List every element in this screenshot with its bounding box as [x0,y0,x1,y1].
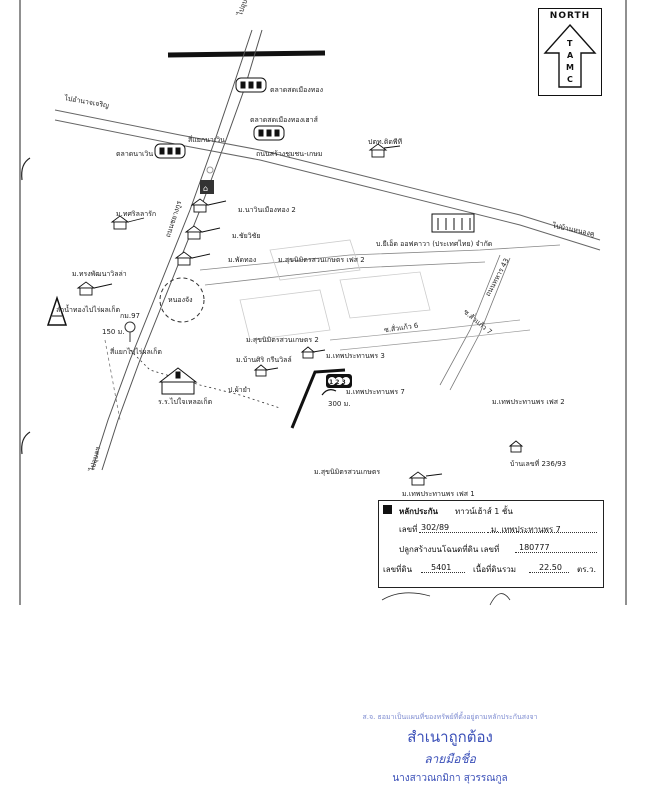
label-moo-thepprathan7: ม.เทพประทานพร 7 [346,388,405,396]
house-icon [300,346,326,359]
north-arrow-icon [543,23,597,88]
label-market-tawee: ตลาดสดเมืองทองเฮาส์ [250,116,318,124]
legend-swatch [383,505,392,514]
label-company: บ.ยีเอ็ด ออฟคาวา (ประเทศไทย) จำกัด [376,240,493,248]
legend-number-value: 302/89 [421,523,450,532]
legend-area-label: เนื้อที่ดินรวม [473,565,517,574]
legend-area-unit: ตร.ว. [577,565,597,574]
label-dist300: 300 ม. [328,400,351,408]
highway-top [167,50,326,58]
house-icon [110,215,145,230]
label-moo-sukho-main: ม.สุขนิมิตรสวนเกษตร [314,468,381,476]
house-icon [174,251,211,266]
north-title: NORTH [549,11,591,21]
legend-land-label: เลขที่ดิน [383,565,413,574]
north-letter-a: A [567,51,574,60]
house-icon [408,471,443,486]
svg-text:⌂: ⌂ [203,184,208,193]
target-marker-numbers: 1 2 3 [329,379,346,386]
label-moo-thepprathan2: ม.เทพประทานพร เฟส 2 [492,398,565,406]
road-right-diag [439,254,501,386]
market-icon-2 [253,125,285,141]
legend-land-value: 5401 [431,563,452,572]
seal-arc [381,592,431,601]
label-km97: กม.97 [120,312,140,320]
house-clusters [76,143,524,486]
mountain-icon [46,295,68,326]
binder-hole-bottom [21,431,31,455]
label-sign-yaek: สี่แยกไปไร่ผลเก็ต [110,348,162,356]
label-intersection: สี่แยกนาเวิน [188,136,225,144]
house-icon [184,225,221,240]
house-icon [508,440,524,453]
school-icon [158,367,198,395]
label-moo-phanthong: ม.พัดทอง [228,256,257,264]
stamp-line-1: ส.จ. ธอมาเป็นแผนที่ของทรัพย์ที่ตั้งอยู่ต… [362,713,538,721]
label-mountain: ลำน้ำทองไปไร่ผลเก็ต [56,306,120,314]
legend-area-value: 22.50 [539,563,562,572]
main-road-edge-b [101,29,263,471]
label-moo-somsong: ม.ทรงพัฒนาวิลล่า [72,270,127,278]
legend-deed-value: 180777 [519,543,550,552]
access-road [290,368,346,429]
pond-circle [159,277,205,323]
label-pond: หนองจัง [168,296,193,304]
signpost-icon [124,321,136,333]
label-market-lao: ตลาดนาเวิน [116,150,154,158]
north-arrow-box: NORTH T A M C [538,8,602,96]
north-letter-c: C [567,75,573,84]
house-icon [368,143,401,158]
label-moo-thepprathan3: ม.เทพประทานพร 3 [326,352,385,360]
label-market-muang: ตลาดสดเมืองทอง [270,86,323,94]
main-road-edge-a [91,29,253,471]
label-moo-sukho2: ม.สุขนิมิตรสวนเกษตร 2 [246,336,319,344]
collateral-legend: หลักประกัน ทาวน์เฮ้าส์ 1 ชั้น เลขที่ 302… [378,500,604,588]
label-dist150: 150 ม. [102,328,125,336]
label-gate: ป.ผ้ายำ [228,386,251,394]
house-icon [253,364,279,377]
route-dotted [129,349,281,409]
north-letter-t: T [567,39,573,48]
label-moo-nawin: ม.นาวินเมืองทอง 2 [238,206,296,214]
legend-number-label: เลขที่ [399,525,418,534]
label-moo-ubon: ม.ทศริลลารัก [116,210,157,218]
label-school: ร.ร.ไปใจเหลอเก็ต [158,398,213,406]
house-icon [190,198,227,213]
label-house-no: บ้านเลขที่ 236/93 [510,460,567,468]
house-icon [76,281,113,296]
diagonal-road-a [54,109,601,241]
legend-header-value: ทาวน์เฮ้าส์ 1 ชั้น [455,507,513,516]
label-moo-banyasiri: ม.บ้านศิริ กรีนวิลล์ [236,356,292,364]
label-road-det: ถนนสร้างชุมชน-เกษม [256,150,323,158]
label-ptt-station: ปตท.ติดพีที [368,138,403,146]
factory-icon [431,213,475,233]
faint-blocks [239,239,431,341]
market-icon-1 [235,77,267,93]
diagonal-road-b [54,119,601,251]
stamp-line-4: นางสาวณกมิกา สุวรรณกูล [392,773,508,784]
stamp-line-2: สำเนาถูกต้อง [407,728,493,746]
legend-village-label: ม. เทพประทานพร 7 [491,525,561,534]
label-moo-thepprathan1: ม.เทพประทานพร เฟส 1 [402,490,475,498]
legend-header-label: หลักประกัน [399,507,439,516]
label-moo-chaisak: ม.ชัยวิชัย [232,232,261,240]
stamp-signature: ลายมือชื่อ [424,752,476,766]
binder-hole-top [21,157,31,181]
certification-stamp: ส.จ. ธอมาเป็นแผนที่ของทรัพย์ที่ตั้งอยู่ต… [320,712,580,786]
north-letter-m: M [566,63,574,72]
label-moo-sukho: ม.สุขนิมิตรสวนเกษตร เฟส 2 [278,256,365,264]
market-icon-3 [154,143,186,159]
legend-deed-label: ปลูกสร้างบนโฉนดที่ดิน เลขที่ [399,545,500,554]
fuel-station-icon [200,180,214,194]
